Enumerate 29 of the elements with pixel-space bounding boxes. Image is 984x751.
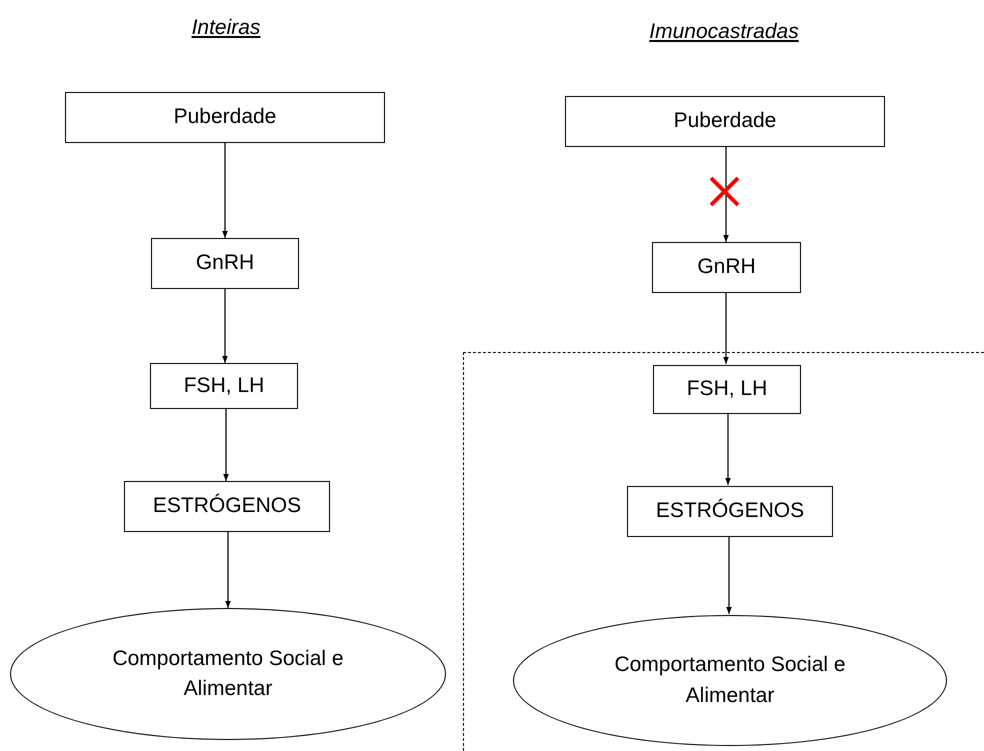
process-box	[150, 363, 298, 409]
arrow	[725, 413, 731, 485]
process-box	[124, 481, 330, 532]
node-label: Comportamento Social e Alimentar	[111, 646, 345, 702]
node-label: GnRH	[196, 250, 254, 276]
process-box	[627, 486, 833, 537]
node-label: Puberdade	[174, 104, 276, 130]
node-label: ESTRÓGENOS	[656, 498, 804, 524]
process-box	[565, 96, 885, 147]
node-label: FSH, LH	[686, 376, 768, 402]
process-box	[652, 242, 801, 293]
column-heading: Imunocastradas	[649, 19, 799, 45]
node-label: FSH, LH	[184, 372, 264, 399]
arrow	[222, 143, 228, 238]
arrow	[723, 293, 729, 364]
node-label: Puberdade	[674, 108, 776, 134]
process-box	[151, 238, 299, 289]
arrow	[222, 289, 228, 363]
arrow	[225, 532, 231, 608]
arrow	[726, 536, 732, 614]
node-label: GnRH	[697, 254, 756, 280]
node-label: ESTRÓGENOS	[152, 492, 302, 520]
arrow	[223, 409, 229, 481]
dashed-region	[463, 352, 984, 751]
column-heading: Inteiras	[192, 15, 260, 41]
process-box	[653, 365, 801, 414]
process-box	[65, 92, 385, 143]
arrow	[723, 147, 729, 242]
node-label: Comportamento Social e Alimentar	[613, 652, 847, 708]
